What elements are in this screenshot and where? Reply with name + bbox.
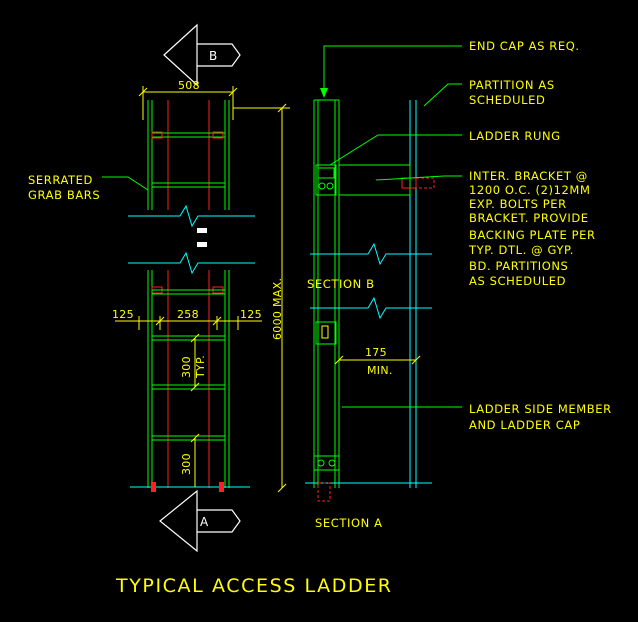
dimension-175-label: 175 — [365, 346, 387, 359]
callout-partition-line-2: SCHEDULED — [469, 93, 545, 107]
callout-inter-bracket-line-6: TYP. DTL. @ GYP. — [468, 243, 574, 257]
dimension-508-label: 508 — [178, 79, 200, 92]
callout-inter-bracket-line-4: BRACKET. PROVIDE — [469, 211, 589, 225]
dimension-rung-spacing: 300 TYP. — [180, 333, 207, 392]
dimension-258: 258 — [177, 308, 199, 321]
callout-inter-bracket-line-5: BACKING PLATE PER — [469, 228, 596, 242]
callout-ladder-rung: LADDER RUNG — [469, 129, 561, 143]
section-marker-a[interactable]: A — [159, 489, 241, 553]
leader-inter-bracket — [375, 175, 462, 181]
section-a-label: SECTION A — [315, 516, 383, 530]
callout-ladder-rung-line-1: LADDER RUNG — [469, 129, 561, 143]
leader-end-cap — [323, 45, 462, 96]
dimension-row-widths: 125 258 125 — [112, 308, 262, 330]
callout-inter-bracket-line-8: AS SCHEDULED — [469, 274, 566, 288]
break-line-upper — [128, 204, 255, 275]
callout-end-cap-line-1: END CAP AS REQ. — [469, 39, 580, 53]
mid-bracket — [315, 321, 337, 345]
dimension-height: 6000 MAX. — [233, 103, 290, 493]
dimension-508: 508 — [138, 79, 238, 120]
section-marker-a-label: A — [200, 515, 209, 529]
leader-partition — [423, 83, 462, 107]
dimension-typ: TYP. — [194, 355, 207, 379]
callout-end-cap: END CAP AS REQ. — [469, 39, 580, 53]
callout-side-member-line-1: LADDER SIDE MEMBER — [469, 402, 612, 416]
section-marker-b[interactable]: B — [163, 23, 241, 87]
callout-grab-bars-line-1: SERRATED — [28, 173, 93, 187]
ladder-lower-segment — [130, 270, 250, 492]
side-section: 175 MIN. SECTION B SECTION A END CAP AS … — [305, 39, 612, 530]
drawing-title: TYPICAL ACCESS LADDER — [115, 575, 393, 597]
dimension-175: 175 MIN. — [334, 346, 421, 377]
break-line-side-lower — [310, 296, 432, 320]
dimension-125-left: 125 — [112, 308, 134, 321]
ladder-base — [305, 455, 432, 502]
dimension-min-label: MIN. — [367, 364, 393, 377]
section-b-label: SECTION B — [307, 277, 375, 291]
section-marker-b-label: B — [209, 49, 217, 63]
callout-inter-bracket-line-2: 1200 O.C. (2)12MM — [469, 183, 590, 197]
ladder-side-member — [313, 99, 340, 488]
dimension-300-typ: 300 — [180, 356, 193, 378]
callout-partition: PARTITION AS SCHEDULED — [469, 78, 555, 107]
ladder-upper-segment — [147, 100, 230, 210]
dimension-125-right: 125 — [240, 308, 262, 321]
callout-partition-line-1: PARTITION AS — [469, 78, 555, 92]
dimension-300-bottom: 300 — [180, 453, 193, 475]
callout-inter-bracket: INTER. BRACKET @ 1200 O.C. (2)12MM EXP. … — [468, 169, 596, 288]
callout-grab-bars: SERRATED GRAB BARS — [28, 173, 149, 202]
callout-inter-bracket-line-7: BD. PARTITIONS — [469, 259, 568, 273]
callout-grab-bars-line-2: GRAB BARS — [28, 188, 100, 202]
callout-side-member-line-2: AND LADDER CAP — [469, 418, 580, 432]
break-line-side-upper — [310, 242, 432, 266]
callout-side-member: LADDER SIDE MEMBER AND LADDER CAP — [469, 402, 612, 432]
dimension-height-label: 6000 MAX. — [271, 278, 284, 340]
callout-inter-bracket-line-1: INTER. BRACKET @ — [469, 169, 588, 183]
front-elevation: B A 508 6000 MAX. — [28, 23, 290, 553]
callout-inter-bracket-line-3: EXP. BOLTS PER — [469, 197, 567, 211]
dimension-bottom-rung: 300 — [180, 433, 200, 487]
leader-ladder-rung — [329, 134, 462, 166]
